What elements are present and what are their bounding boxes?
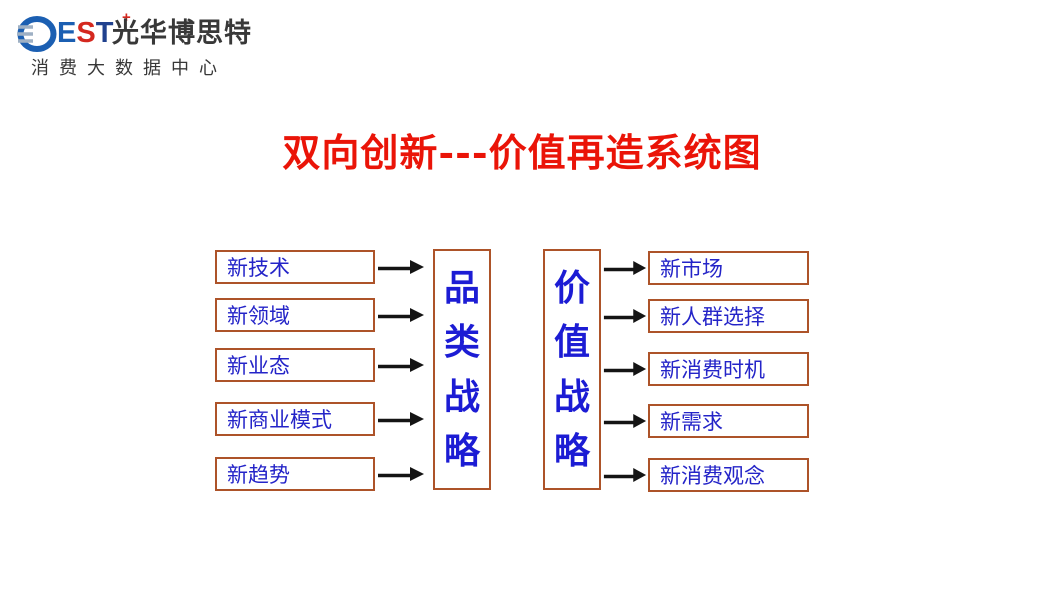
right-flow-box-label: 新需求 <box>660 410 723 434</box>
right-flow-box: 新人群选择 <box>648 299 809 333</box>
right-flow-box-label: 新消费观念 <box>660 464 765 488</box>
strategy-char: 略 <box>553 430 590 473</box>
arrow-right-icon <box>603 468 647 482</box>
left-flow-box: 新商业模式 <box>215 402 375 436</box>
strategy-char: 战 <box>443 375 480 418</box>
strategy-char: 值 <box>553 321 590 364</box>
arrow-right-icon <box>603 414 647 428</box>
strategy-char: 价 <box>553 266 590 309</box>
left-flow-box-label: 新业态 <box>227 354 290 378</box>
right-flow-box: 新市场 <box>648 251 809 285</box>
logo-letter-t: T <box>95 17 114 49</box>
arrow-right-icon <box>603 261 647 275</box>
page-title: 双向创新---价值再造系统图 <box>282 130 762 175</box>
logo-wordmark: EST <box>57 19 113 48</box>
arrow-right-icon <box>378 467 424 481</box>
arrow-right-icon <box>603 362 647 376</box>
right-flow-box-label: 新市场 <box>660 257 723 281</box>
left-flow-box: 新趋势 <box>215 457 375 491</box>
strategy-char: 战 <box>553 375 590 418</box>
left-flow-box: 新技术 <box>215 250 375 284</box>
left-flow-box-label: 新技术 <box>227 256 290 280</box>
logo-subtitle: 消费大数据中心 <box>31 58 227 78</box>
arrow-right-icon <box>378 260 424 274</box>
strategy-char: 略 <box>443 430 480 473</box>
arrow-right-icon <box>378 358 424 372</box>
logo-letter-s: S <box>76 17 96 49</box>
arrow-right-icon <box>378 308 424 322</box>
strategy-char: 类 <box>443 321 480 364</box>
left-flow-box: 新业态 <box>215 348 375 382</box>
brand-plus-icon: + <box>122 9 131 26</box>
left-flow-box: 新领域 <box>215 298 375 332</box>
arrow-right-icon <box>603 309 647 323</box>
category-strategy-box: 品 类 战 略 <box>433 249 491 490</box>
brand-name: 光华博思特 <box>112 18 252 48</box>
logo-letter-e: E <box>57 17 77 49</box>
right-flow-box: 新消费时机 <box>648 352 809 386</box>
strategy-char: 品 <box>443 266 480 309</box>
value-strategy-box: 价 值 战 略 <box>543 249 601 490</box>
best-logo-icon <box>17 16 57 52</box>
left-flow-box-label: 新商业模式 <box>227 408 332 432</box>
arrow-right-icon <box>378 412 424 426</box>
right-flow-box-label: 新人群选择 <box>660 305 765 329</box>
right-flow-box-label: 新消费时机 <box>660 358 765 382</box>
left-flow-box-label: 新趋势 <box>227 463 290 487</box>
right-flow-box: 新消费观念 <box>648 458 809 492</box>
right-flow-box: 新需求 <box>648 404 809 438</box>
left-flow-box-label: 新领域 <box>227 304 290 328</box>
